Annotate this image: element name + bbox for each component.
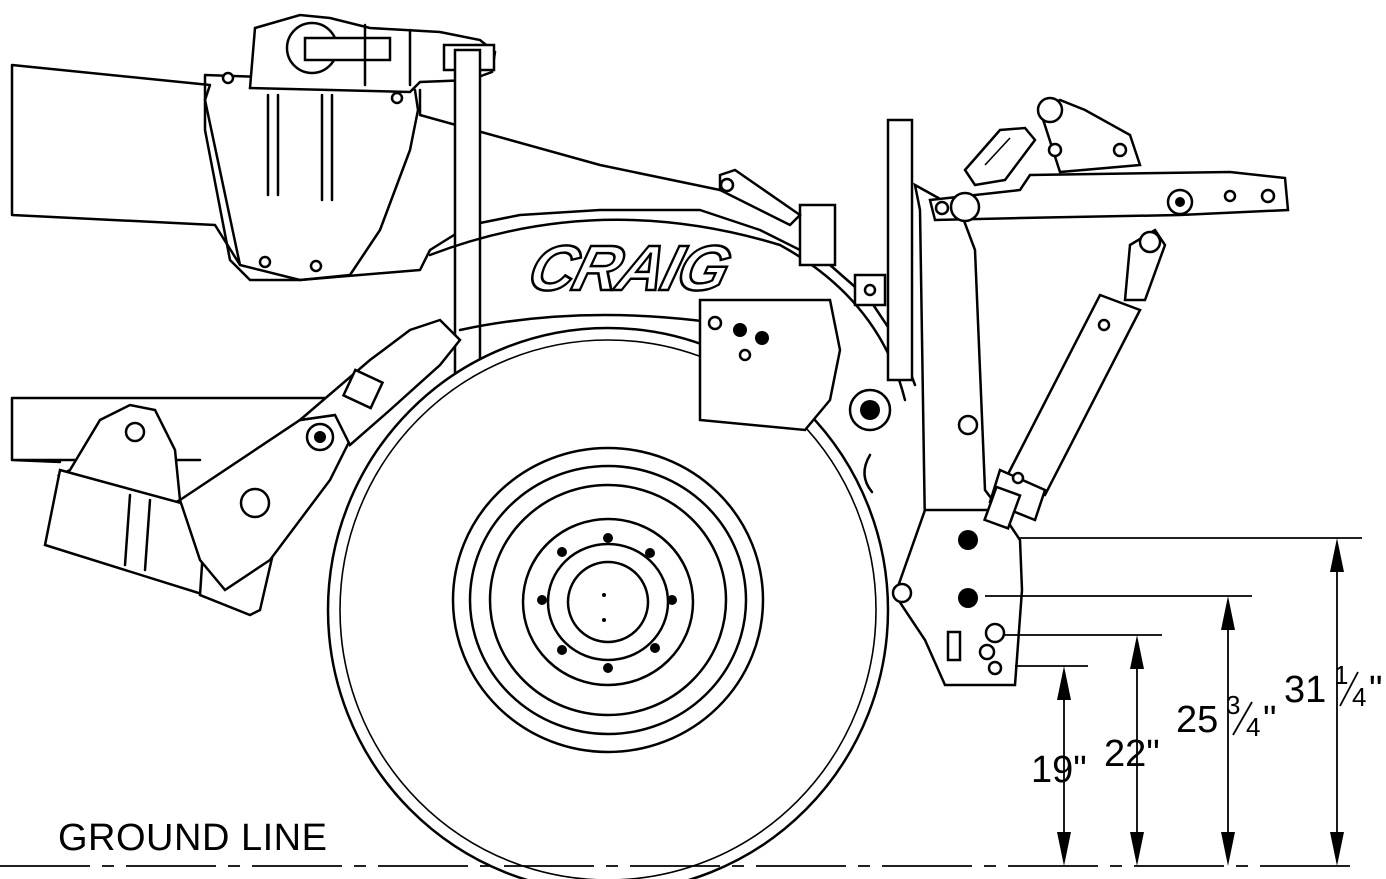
rear-frame [698, 118, 1024, 687]
svg-text:31: 31 [1284, 669, 1326, 711]
left-attachment-bracket [43, 318, 462, 617]
dim-label-25-3-4: 25 3 4 " [1176, 690, 1277, 742]
dim-label-31-1-4: 31 1 4 " [1284, 660, 1383, 712]
svg-text:4: 4 [1352, 682, 1366, 712]
svg-text:3: 3 [1226, 690, 1240, 720]
svg-text:4: 4 [1246, 712, 1260, 742]
svg-text:": " [1369, 669, 1383, 711]
dimension-19 [1015, 665, 1088, 866]
svg-text:": " [1263, 699, 1277, 741]
dimension-31-1-4 [1020, 537, 1362, 866]
rear-wheel [326, 326, 890, 879]
hydraulic-cylinder [982, 228, 1167, 530]
dimension-25-3-4 [985, 595, 1252, 866]
svg-text:1: 1 [1334, 660, 1348, 690]
loader-arm [10, 63, 917, 387]
dim-label-22: 22" [1104, 733, 1160, 775]
svg-text:25: 25 [1176, 699, 1218, 741]
top-link [718, 96, 1290, 227]
dim-label-19: 19" [1031, 749, 1087, 791]
lift-rod [453, 48, 482, 382]
dimension-22 [1005, 634, 1162, 866]
brand-logo: CRAIG [522, 232, 738, 304]
ground-line-label: GROUND LINE [58, 817, 327, 859]
